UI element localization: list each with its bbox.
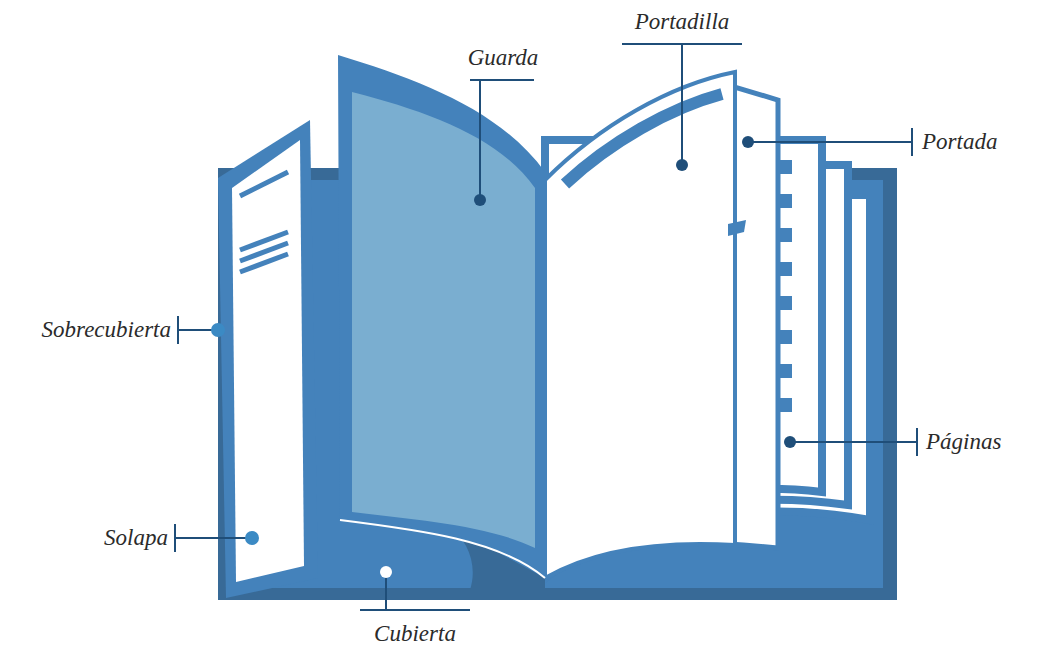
flap-text-lines xyxy=(240,172,288,272)
part-label: Cubierta xyxy=(374,621,456,646)
half-title-page xyxy=(545,72,735,578)
leader-lines xyxy=(175,44,917,610)
flap-inside xyxy=(232,140,304,582)
page-band xyxy=(565,94,722,184)
part-label: Portada xyxy=(922,129,997,154)
page-mark xyxy=(728,220,746,236)
endpaper-page xyxy=(338,55,545,578)
leader-dots xyxy=(211,136,796,578)
part-label: Sobrecubierta xyxy=(42,317,171,342)
part-label: Portadilla xyxy=(635,9,730,34)
part-label: Guarda xyxy=(468,45,539,70)
dust-jacket-flap xyxy=(218,120,318,598)
page-edge xyxy=(340,520,545,578)
endpaper-fill xyxy=(352,92,535,548)
part-label: Solapa xyxy=(104,525,168,550)
part-label: Páginas xyxy=(926,429,1001,454)
